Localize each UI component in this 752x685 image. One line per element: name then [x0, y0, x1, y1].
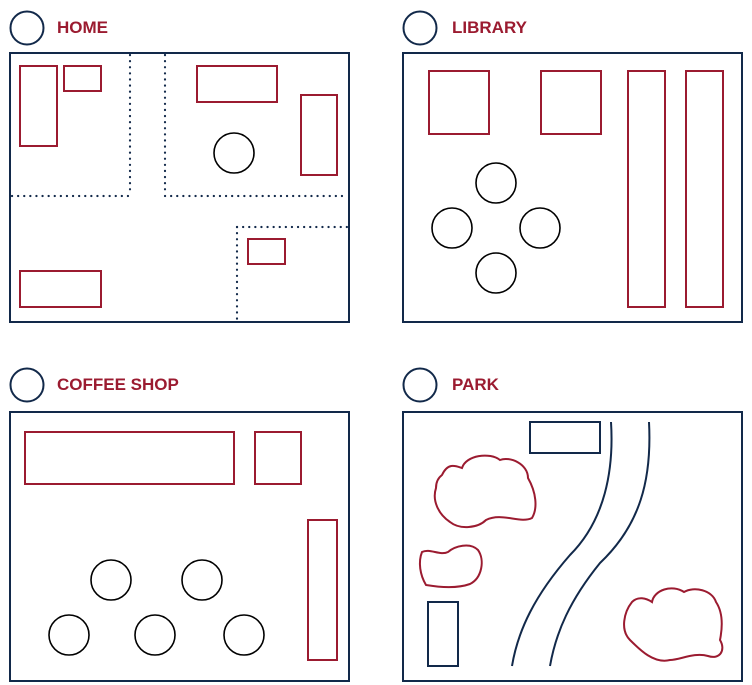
- home-panel: HOME: [9, 10, 350, 323]
- library-seat-circle: [475, 162, 517, 204]
- park-title: PARK: [452, 375, 500, 394]
- library-seat-circle: [519, 207, 561, 249]
- home-furniture-rect: [196, 65, 278, 103]
- library-seat-circle: [475, 252, 517, 294]
- park-path-edge: [511, 421, 613, 667]
- coffee-shop-furniture-rect: [307, 519, 338, 661]
- park-bush-shape: [433, 454, 537, 528]
- park-bench-rect: [529, 421, 601, 454]
- home-furniture-rect: [63, 65, 102, 92]
- coffee-shop-panel: COFFEE SHOP: [9, 367, 350, 682]
- library-shelf-rect: [627, 70, 666, 308]
- home-furniture-rect: [19, 270, 102, 308]
- coffee-shop-table-circle: [134, 614, 176, 656]
- park-bush-shape: [623, 587, 724, 662]
- home-title: HOME: [57, 18, 108, 37]
- park-bench-rect: [427, 601, 459, 667]
- coffee-shop-marker-circle: [9, 367, 45, 403]
- coffee-shop-furniture-rect: [254, 431, 302, 485]
- home-furniture-rect: [300, 94, 338, 176]
- library-furniture-rect: [428, 70, 490, 135]
- library-title: LIBRARY: [452, 18, 528, 37]
- library-frame: [402, 52, 743, 323]
- coffee-shop-table-circle: [223, 614, 265, 656]
- park-path-edge: [549, 421, 651, 667]
- coffee-shop-title: COFFEE SHOP: [57, 375, 179, 394]
- library-panel: LIBRARY: [402, 10, 743, 323]
- park-frame: [402, 411, 743, 682]
- coffee-shop-frame: [9, 411, 350, 682]
- home-furniture-rect: [19, 65, 58, 147]
- park-marker-circle: [402, 367, 438, 403]
- home-table-circle: [213, 132, 255, 174]
- coffee-shop-counter-rect: [24, 431, 235, 485]
- park-panel: PARK: [402, 367, 743, 682]
- park-bush-shape: [418, 544, 483, 589]
- home-frame: [9, 52, 350, 323]
- library-marker-circle: [402, 10, 438, 46]
- home-furniture-rect: [247, 238, 286, 265]
- library-furniture-rect: [540, 70, 602, 135]
- library-seat-circle: [431, 207, 473, 249]
- coffee-shop-table-circle: [181, 559, 223, 601]
- coffee-shop-table-circle: [90, 559, 132, 601]
- home-marker-circle: [9, 10, 45, 46]
- coffee-shop-table-circle: [48, 614, 90, 656]
- library-shelf-rect: [685, 70, 724, 308]
